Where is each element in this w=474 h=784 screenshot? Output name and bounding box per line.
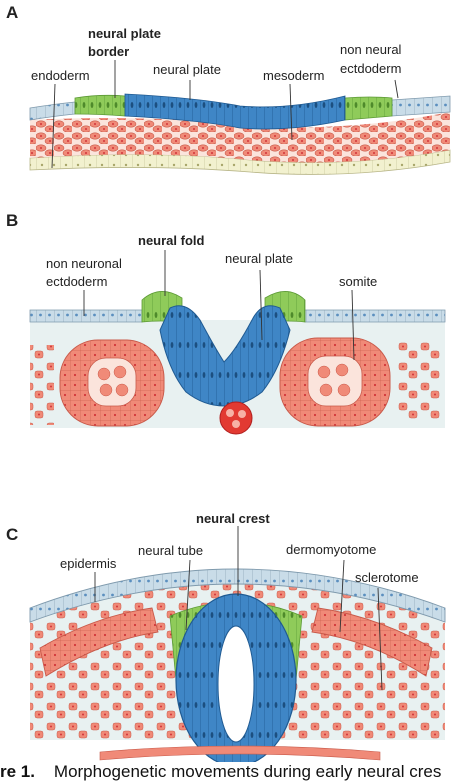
somite-right [279,337,391,427]
neural-plate-b [159,305,291,407]
figure-svg: A neural plate border endoderm neural pl… [6,3,451,767]
label-neural-tube: neural tube [138,543,203,558]
label-epidermis: epidermis [60,556,117,571]
caption-prefix: re 1. [0,762,35,781]
label-somite: somite [339,274,377,289]
panel-c: C neural crest epidermis neural tube der… [6,511,446,767]
label-neural-plate-a: neural plate [153,62,221,77]
panel-b-letter: B [6,211,18,230]
label-neural-plate-b: neural plate [225,251,293,266]
dermomyotome-right [311,607,433,677]
panel-a-letter: A [6,3,18,22]
notochord-b [219,401,253,435]
neural-plate-a [124,93,346,130]
neural-plate-border-left [74,94,126,117]
endoderm-layer [29,149,451,175]
neural-tube [175,593,297,767]
label-neural-plate-border-2: border [88,44,129,59]
label-dermomyotome: dermomyotome [286,542,376,557]
caption-text: Morphogenetic movements during early neu… [53,762,442,781]
mesoderm-layer [30,112,450,163]
mesenchyme-cells-right [398,340,442,420]
non-neural-ectoderm-right [391,95,451,117]
epidermis-layer [29,568,446,623]
panel-c-letter: C [6,525,18,544]
panel-a: A neural plate border endoderm neural pl… [6,3,451,175]
label-non-neuronal-1: non neuronal [46,256,122,271]
label-non-neural-2: ectdoderm [340,61,401,76]
mesenchyme-cells-left [30,345,54,425]
label-endoderm: endoderm [31,68,90,83]
label-neural-fold: neural fold [138,233,205,248]
figure-caption: re 1. Morphogenetic movements during ear… [0,762,474,784]
non-neuronal-ectoderm-left [29,309,143,323]
lower-cells [99,745,381,761]
neural-plate-border-right [344,96,393,121]
label-non-neuronal-2: ectdoderm [46,274,107,289]
label-mesoderm: mesoderm [263,68,324,83]
dermomyotome-left [39,607,159,677]
non-neural-ectoderm-left [29,101,76,121]
somite-left [59,339,165,427]
non-neuronal-ectoderm-right [304,309,446,323]
label-neural-crest: neural crest [196,511,270,526]
label-sclerotome: sclerotome [355,570,419,585]
label-neural-plate-border-1: neural plate [88,26,161,41]
panel-b: B [6,211,446,435]
label-non-neural-1: non neural [340,42,402,57]
